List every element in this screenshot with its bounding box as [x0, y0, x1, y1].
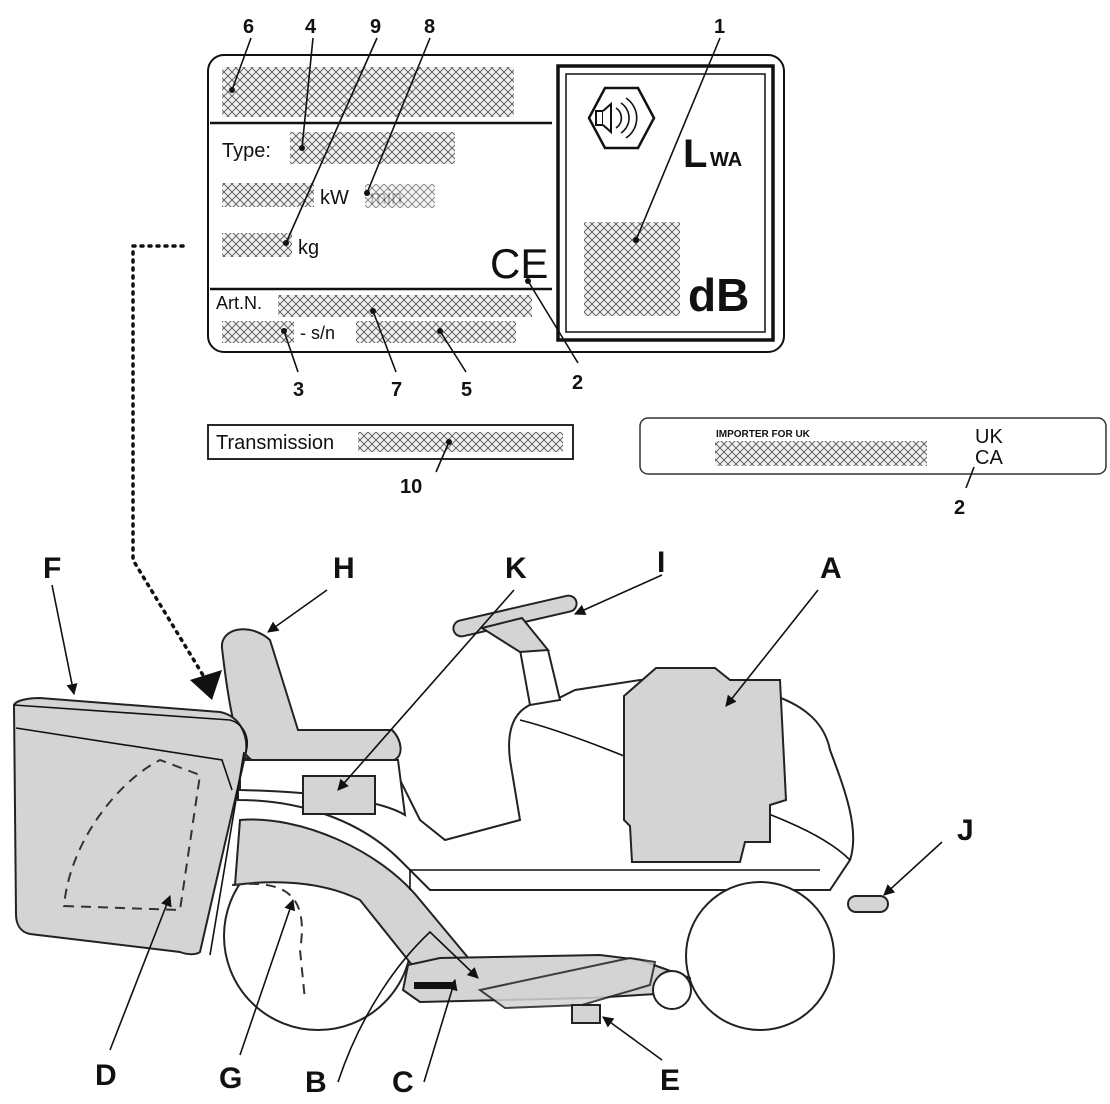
article-number-field [278, 295, 532, 317]
ukca-line1: UK [975, 426, 1003, 448]
kg-label: kg [298, 237, 319, 259]
callout-1: 1 [714, 16, 725, 38]
uk-importer-label: IMPORTER FOR UK UK CA 2 [639, 417, 1107, 519]
letter-C: C [392, 1066, 414, 1099]
chute-hidden-line [231, 882, 306, 1001]
letter-J: J [957, 814, 974, 847]
serial-number-field [356, 321, 516, 343]
front-tow-hitch [847, 895, 889, 913]
plate-location-arrowhead [190, 670, 222, 700]
sn-label: - s/n [300, 323, 335, 343]
letter-B: B [305, 1066, 327, 1099]
callout-5: 5 [461, 379, 472, 401]
manufacturer-field [222, 67, 514, 117]
artn-label: Art.N. [216, 293, 262, 313]
ride-on-mower [12, 594, 889, 1031]
steering-hub [479, 616, 550, 654]
letter-K: K [505, 552, 527, 585]
grass-chute [233, 818, 472, 977]
callout-9: 9 [370, 16, 381, 38]
sound-power-icon [587, 86, 656, 150]
letter-G: G [219, 1062, 242, 1095]
letter-I: I [657, 546, 665, 579]
letter-D: D [95, 1059, 117, 1092]
transmission-field [358, 432, 563, 452]
part-letters: F H K I A J D G B C E [43, 546, 974, 1099]
plate-location-pointer [131, 244, 214, 692]
lwa-subscript: WA [710, 149, 742, 171]
sound-power-inner-frame [565, 73, 766, 333]
catcher-rim [13, 704, 248, 753]
type-field [290, 132, 455, 164]
plate-callout-numbers: 6 4 9 8 1 3 7 5 2 [243, 16, 725, 401]
weight-field [222, 233, 292, 257]
ce-mark: CE [490, 240, 548, 287]
catcher-hidden-bag [62, 758, 202, 912]
power-field [222, 183, 314, 207]
cutting-height-lever-housing [302, 775, 376, 815]
letter-H: H [333, 552, 355, 585]
front-wheel [685, 881, 835, 1031]
deck-blade-mark [414, 982, 452, 989]
callout-10: 10 [400, 476, 422, 498]
transmission-label: Transmission 10 [207, 424, 574, 498]
catcher-edge [209, 751, 245, 956]
importer-field [715, 441, 927, 466]
catcher-lid-line [15, 727, 233, 791]
engine [623, 667, 788, 863]
plate-callout-leaders [229, 37, 721, 373]
deck-adjuster-foot [571, 1004, 601, 1024]
letter-F: F [43, 552, 61, 585]
identification-plate: Type: kW min kg CE Art.N. - s/n L WA dB [207, 54, 785, 353]
steering-column [518, 649, 562, 707]
lwa-letter: L [683, 132, 707, 176]
part-callout-leaders [51, 574, 943, 1083]
callout-7: 7 [391, 379, 402, 401]
callout-3: 3 [293, 379, 304, 401]
callout-2-uk: 2 [954, 497, 965, 519]
deck-roller [652, 970, 692, 1010]
ukca-line2: CA [975, 447, 1003, 469]
grass-catcher [12, 696, 248, 956]
seat [220, 628, 402, 761]
importer-text: IMPORTER FOR UK [716, 429, 811, 440]
kw-label: kW [320, 187, 349, 209]
callout-4: 4 [305, 16, 317, 38]
callout-8: 8 [424, 16, 435, 38]
footboard-line [409, 869, 820, 890]
letter-E: E [660, 1064, 680, 1097]
type-label: Type: [222, 140, 271, 162]
callout-2: 2 [572, 372, 583, 394]
transmission-text: Transmission [216, 432, 334, 454]
letter-A: A [820, 552, 842, 585]
callout-6: 6 [243, 16, 254, 38]
speed-field [365, 184, 435, 208]
db-label: dB [688, 269, 749, 321]
deck-adjuster [477, 956, 657, 1010]
year-field [222, 321, 294, 343]
sound-level-field [584, 222, 680, 316]
